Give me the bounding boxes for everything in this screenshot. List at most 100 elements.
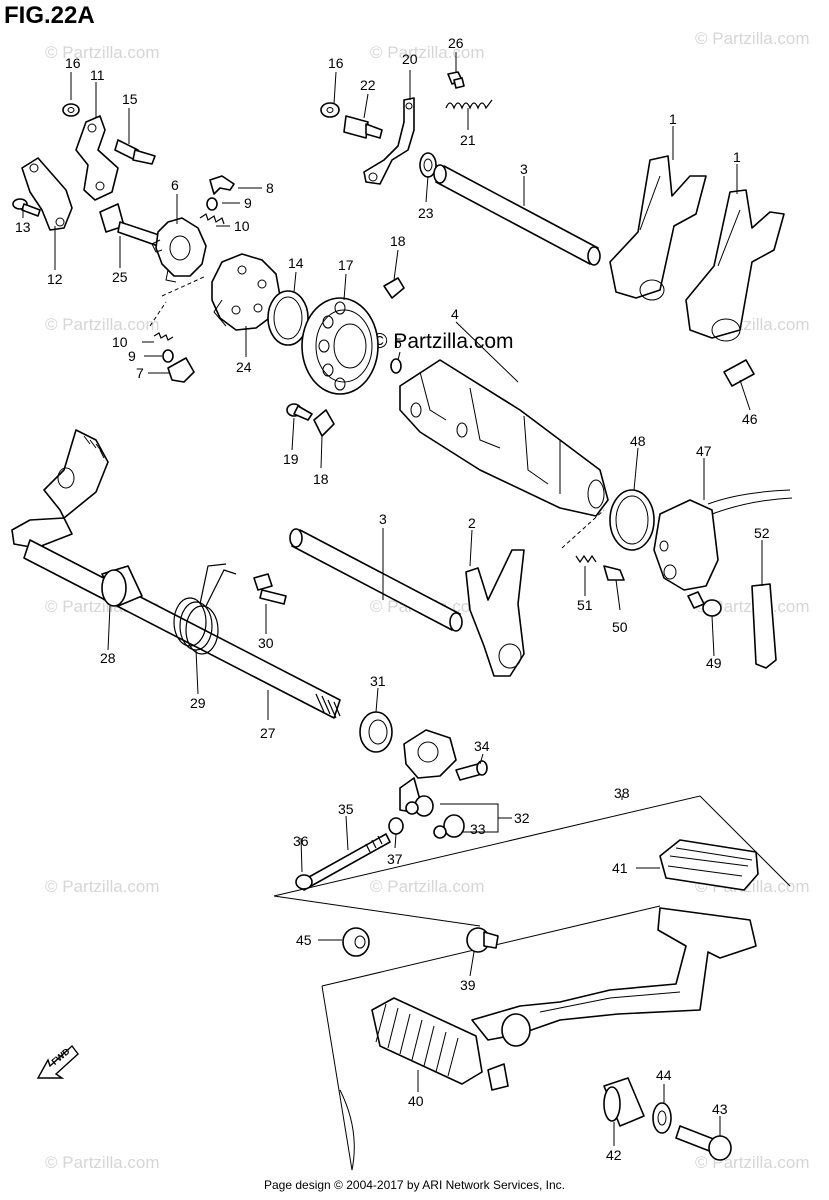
part-28-bushing[interactable]	[101, 565, 143, 607]
part-8-pawl[interactable]	[209, 175, 235, 195]
callout-17: 17	[338, 257, 354, 273]
callout-9: 9	[244, 195, 252, 211]
part-52-wire-clamp[interactable]	[751, 583, 777, 669]
callout-47: 47	[696, 443, 712, 459]
part-51-spring[interactable]	[575, 554, 597, 564]
callout-9: 9	[128, 348, 136, 364]
callout-16: 16	[65, 55, 81, 71]
part-15-stud-bolt[interactable]	[114, 139, 156, 165]
part-43-bolt[interactable]	[675, 1125, 732, 1161]
part-29-return-spring[interactable]	[173, 563, 237, 655]
callout-38: 38	[614, 785, 630, 801]
part-50-contact-pin[interactable]	[603, 565, 625, 581]
callout-31: 31	[370, 673, 386, 689]
callout-35: 35	[338, 801, 354, 817]
callout-37: 37	[387, 851, 403, 867]
part-26-screw[interactable]	[447, 71, 465, 89]
part-3-fork-shaft-lower[interactable]	[289, 528, 463, 632]
callout-19: 19	[283, 451, 299, 467]
part-44-washer[interactable]	[652, 1102, 672, 1134]
part-41-pedal-rubber[interactable]	[659, 839, 759, 891]
callout-10: 10	[234, 218, 250, 234]
watermark: © Partzilla.com	[45, 43, 160, 62]
part-9-pin-lower[interactable]	[162, 349, 174, 363]
callout-12: 12	[47, 271, 63, 287]
callout-13: 13	[15, 219, 31, 235]
part-5-pin[interactable]	[390, 358, 402, 374]
part-2-shift-fork[interactable]	[465, 549, 525, 677]
callout-36: 36	[293, 833, 309, 849]
part-39-joint[interactable]	[466, 927, 499, 953]
part-33-joint-lower[interactable]	[433, 814, 465, 839]
part-9-pin-upper[interactable]	[206, 197, 218, 211]
part-3-fork-shaft-upper[interactable]	[433, 164, 601, 266]
part-1-shift-fork-b[interactable]	[685, 189, 785, 342]
part-18-washer-upper[interactable]	[383, 277, 405, 299]
callout-7: 7	[136, 365, 144, 381]
part-36-nut[interactable]	[295, 874, 313, 890]
callout-4: 4	[451, 306, 459, 322]
part-48-o-ring[interactable]	[609, 489, 655, 551]
part-27-gear-shift-shaft[interactable]	[23, 539, 341, 719]
watermark: © Partzilla.com	[695, 29, 810, 48]
part-46-clip[interactable]	[723, 359, 755, 387]
part-4-gear-shift-cam[interactable]	[399, 359, 609, 517]
callout-23: 23	[418, 205, 434, 221]
callout-2: 2	[468, 515, 476, 531]
part-13-screw[interactable]	[12, 198, 41, 217]
callout-labels: 16 11 15 12 13 25 6 8 9 10 10 9 7 24 14 …	[15, 35, 770, 1163]
part-17-bearing[interactable]	[301, 297, 379, 395]
callout-44: 44	[656, 1067, 672, 1083]
part-7-pawl[interactable]	[167, 357, 195, 383]
part-30-stud[interactable]	[253, 573, 287, 605]
part-10-spring-upper[interactable]	[199, 213, 225, 225]
part-21-return-spring[interactable]	[445, 99, 493, 110]
part-31-oil-seal[interactable]	[359, 711, 393, 753]
part-11-stopper-plate[interactable]	[75, 115, 119, 201]
part-47-neutral-switch[interactable]	[653, 489, 793, 591]
part-25-cam-bolt[interactable]	[99, 203, 163, 247]
part-16-nut-right[interactable]	[320, 102, 340, 118]
figure-title: FIG.22A	[4, 2, 95, 29]
part-10-spring-lower[interactable]	[153, 332, 174, 341]
part-49-bolt[interactable]	[687, 591, 722, 617]
callout-3: 3	[520, 161, 528, 177]
callout-22: 22	[360, 77, 376, 93]
part-28-gear-shift-shaft-lever[interactable]	[11, 429, 109, 549]
part-37-nut[interactable]	[388, 817, 404, 835]
callout-49: 49	[706, 655, 722, 671]
callout-28: 28	[100, 650, 116, 666]
part-34-bolt[interactable]	[455, 760, 488, 781]
part-14-circlip[interactable]	[267, 290, 309, 346]
part-33-joint-upper[interactable]	[405, 795, 434, 817]
callout-43: 43	[712, 1101, 728, 1117]
part-6-cam-driven-gear[interactable]	[151, 217, 207, 283]
callout-16: 16	[328, 55, 344, 71]
callout-8: 8	[266, 180, 274, 196]
part-40-footrest-rubber[interactable]	[371, 997, 531, 1091]
callout-42: 42	[606, 1147, 622, 1163]
watermark: © Partzilla.com	[45, 877, 160, 896]
part-16-nut-left[interactable]	[62, 103, 80, 117]
watermark: © Partzilla.com	[370, 43, 485, 62]
part-42-collar[interactable]	[603, 1077, 645, 1127]
callout-18: 18	[313, 471, 329, 487]
part-20-shift-arm[interactable]	[363, 97, 415, 185]
part-22-stud[interactable]	[343, 115, 383, 139]
brand-watermark: © Partzilla.com	[372, 330, 514, 353]
callout-46: 46	[742, 411, 758, 427]
leader-lines	[22, 52, 763, 1146]
callout-18: 18	[390, 233, 406, 249]
part-45-nut[interactable]	[342, 927, 370, 957]
callout-41: 41	[612, 860, 628, 876]
callout-25: 25	[112, 269, 128, 285]
callout-33: 33	[470, 821, 486, 837]
part-19-bolt[interactable]	[286, 403, 313, 421]
part-18-washer-lower[interactable]	[313, 409, 335, 437]
callout-6: 6	[171, 177, 179, 193]
callout-24: 24	[236, 359, 252, 375]
part-1-shift-fork-a[interactable]	[609, 155, 707, 301]
callout-1: 1	[733, 149, 741, 165]
part-12-cam-stopper-plate[interactable]	[21, 157, 73, 231]
